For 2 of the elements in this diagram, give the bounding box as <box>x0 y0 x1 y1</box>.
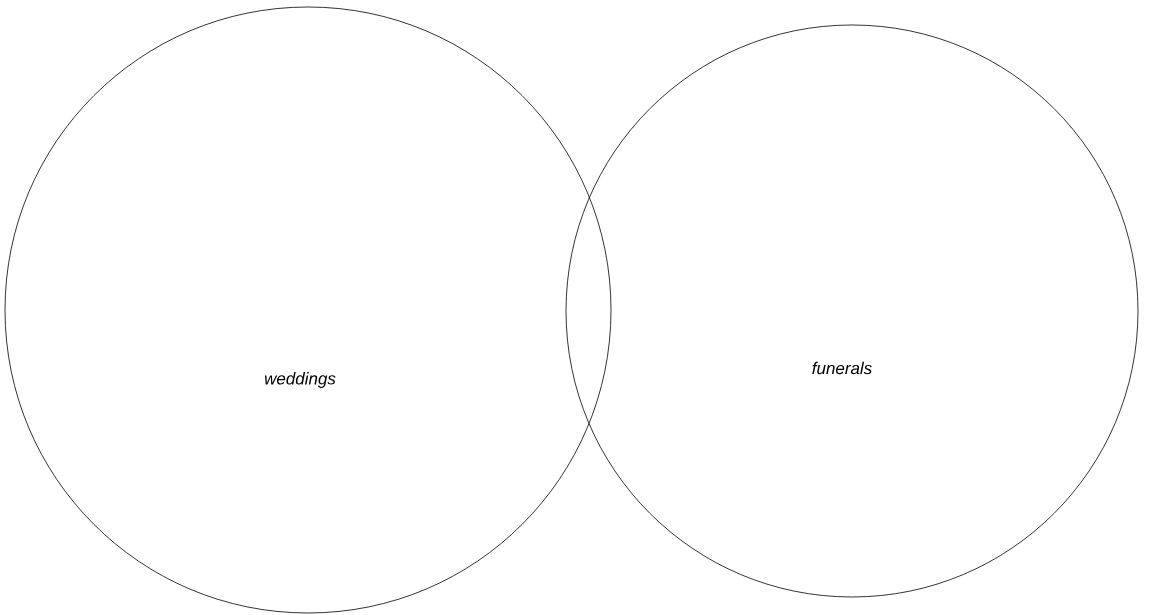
circle-label: funerals <box>812 361 872 375</box>
circle-label: weddings <box>264 372 336 388</box>
